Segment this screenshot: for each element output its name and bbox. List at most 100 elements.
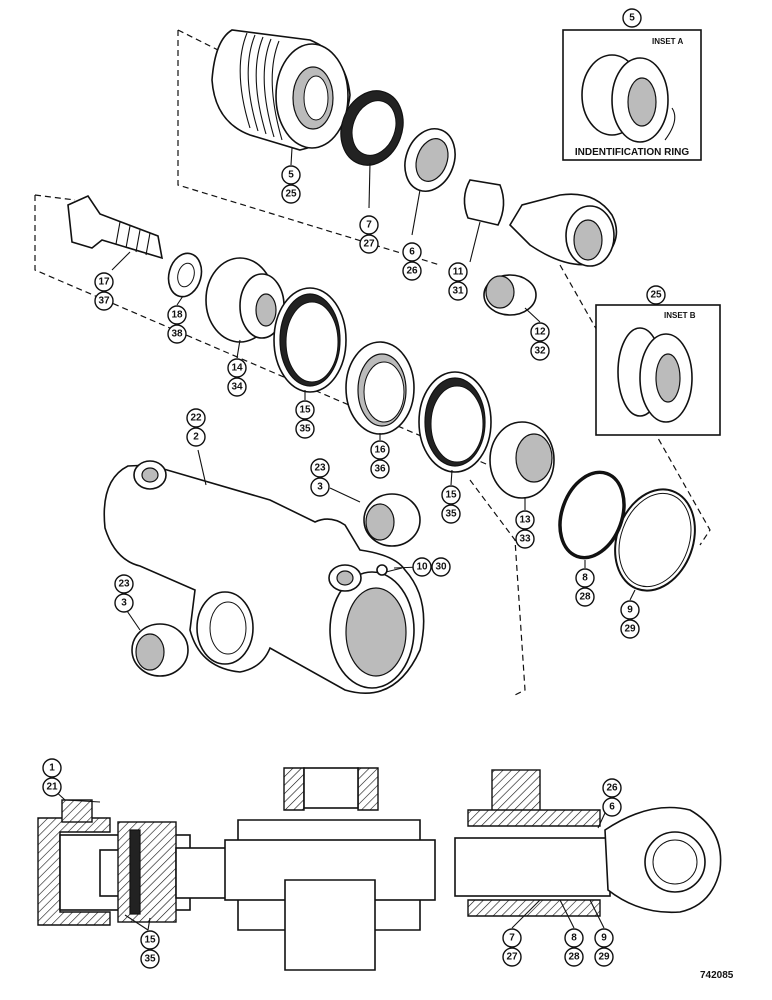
callout-circle xyxy=(370,459,390,479)
callout-number: 6 xyxy=(609,802,615,813)
callout-circle xyxy=(594,947,614,967)
bushing-12 xyxy=(483,274,537,316)
callout-circle xyxy=(431,557,451,577)
bolt-17 xyxy=(67,194,164,260)
callout-circle xyxy=(42,758,62,778)
callout-number: 21 xyxy=(46,782,58,793)
callout-number: 34 xyxy=(231,382,243,393)
callout-circle xyxy=(227,358,247,378)
inset-a-caption: INDENTIFICATION RING xyxy=(575,147,689,158)
callout-number: 12 xyxy=(534,327,546,338)
callout-circle xyxy=(530,322,550,342)
callout-number: 23 xyxy=(118,579,130,590)
callout-number: 11 xyxy=(453,267,464,278)
callout-number: 25 xyxy=(285,189,297,200)
callout-circle xyxy=(448,262,468,282)
callout-number: 29 xyxy=(598,952,610,963)
callout-c22: 222 xyxy=(186,408,206,447)
callout-c11: 11 31 xyxy=(448,262,468,301)
inset-a-box: INSET A INDENTIFICATION RING xyxy=(562,29,702,161)
nut-13 xyxy=(489,421,555,499)
callout-circle xyxy=(359,234,379,254)
callout-number: 31 xyxy=(452,286,464,297)
section-piston xyxy=(37,799,232,926)
callout-number: 37 xyxy=(98,296,110,307)
callout-number: 26 xyxy=(606,783,618,794)
washer-18 xyxy=(167,252,203,298)
callout-number: 5 xyxy=(288,170,294,181)
callout-circle xyxy=(227,377,247,397)
callout-number: 23 xyxy=(314,463,326,474)
screw-10 xyxy=(376,564,403,576)
callout-circle xyxy=(602,797,622,817)
callout-number: 16 xyxy=(374,445,386,456)
callout-circle xyxy=(114,593,134,613)
callout-circle xyxy=(186,427,206,447)
callout-circle xyxy=(94,272,114,292)
callout-circle xyxy=(594,928,614,948)
callout-circle xyxy=(140,949,160,969)
callout-c1: 121 xyxy=(42,758,62,797)
inset-b-ref-callout: 25 xyxy=(646,285,666,305)
callout-circle xyxy=(530,341,550,361)
callout-circle xyxy=(620,600,640,620)
callout-c23a: 233 xyxy=(310,458,330,497)
cylinder-tube xyxy=(103,460,425,694)
callout-circle xyxy=(564,928,584,948)
rod-eye xyxy=(508,193,618,267)
callout-circle xyxy=(295,419,315,439)
callout-number: 9 xyxy=(627,605,633,616)
callout-number: 15 xyxy=(144,935,156,946)
callout-circle xyxy=(370,440,390,460)
callout-number: 8 xyxy=(571,933,577,944)
inset-b-box: INSET B xyxy=(595,304,721,436)
callout-circle xyxy=(515,510,535,530)
callout-number: 15 xyxy=(299,405,311,416)
assembly-outline-upper xyxy=(177,29,441,266)
figure-number: 742085 xyxy=(700,970,734,981)
inset-a-ref-callout: 5 xyxy=(622,8,642,28)
callout-number: 36 xyxy=(374,464,386,475)
callout-number: 33 xyxy=(519,534,531,545)
callout-circle xyxy=(602,778,622,798)
wiper-6 xyxy=(404,128,456,192)
callout-circle xyxy=(575,587,595,607)
callout-circle xyxy=(502,947,522,967)
seal-15a xyxy=(273,287,347,393)
callout-circle xyxy=(310,458,330,478)
callout-circle xyxy=(42,777,62,797)
callout-number: 30 xyxy=(435,562,447,573)
callout-circle xyxy=(186,408,206,428)
callout-number: 27 xyxy=(506,952,518,963)
callout-circle xyxy=(167,324,187,344)
callout-number: 7 xyxy=(366,220,372,231)
callout-circle xyxy=(402,261,422,281)
callout-c7: 7 27 xyxy=(359,215,379,254)
callout-number: 14 xyxy=(231,363,243,374)
assembly-outline-lower xyxy=(469,479,526,696)
callout-circle xyxy=(502,928,522,948)
callout-c8b: 8 28 xyxy=(564,928,584,967)
inset-a-title: INSET A xyxy=(652,37,683,46)
callout-c6: 626 xyxy=(402,242,422,281)
callout-circle xyxy=(620,619,640,639)
callout-number: 27 xyxy=(363,239,375,250)
callout-circle xyxy=(94,291,114,311)
oring-8 xyxy=(558,470,626,560)
callout-circle xyxy=(114,574,134,594)
gland-part xyxy=(211,29,351,151)
bushing-3-lower xyxy=(131,623,189,677)
callout-number: 28 xyxy=(579,592,591,603)
callout-number: 18 xyxy=(171,310,183,321)
callout-c5: 5 25 xyxy=(281,165,301,204)
callout-c9b: 929 xyxy=(594,928,614,967)
callout-number: 15 xyxy=(445,490,457,501)
ring-16 xyxy=(345,341,415,435)
section-rod-end xyxy=(454,769,722,917)
callout-number: 28 xyxy=(568,952,580,963)
